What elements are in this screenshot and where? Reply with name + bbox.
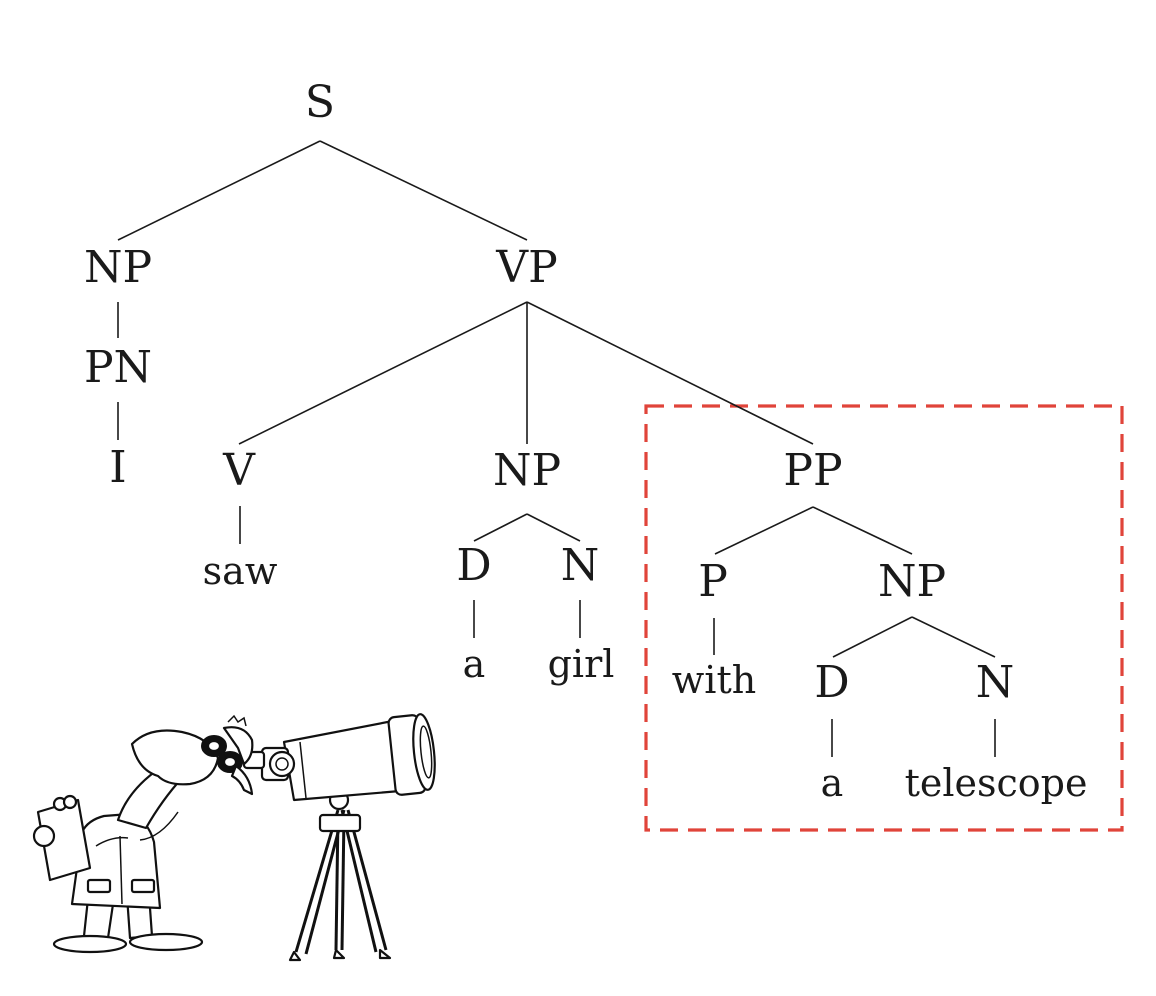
man-with-telescope-icon (32, 713, 436, 962)
edge-np-d2 (832, 616, 913, 658)
tree-nodes: S NP VP PN I V NP PP saw D N a girl P NP… (84, 77, 1087, 805)
node-pp: PP (783, 445, 842, 496)
edge-pp-p (714, 506, 814, 555)
node-d-pp: D (814, 657, 849, 708)
node-pn: PN (84, 342, 152, 393)
node-vp: VP (495, 242, 557, 293)
node-n-pp: N (976, 657, 1015, 708)
telescope-icon (242, 713, 436, 802)
word-girl: girl (548, 642, 615, 686)
edge-np-d (473, 513, 528, 542)
node-np-object: NP (493, 445, 561, 496)
node-v: V (222, 445, 256, 496)
word-a-object: a (463, 642, 486, 686)
word-telescope: telescope (905, 761, 1088, 805)
node-p: P (698, 556, 728, 607)
word-with: with (672, 658, 756, 702)
edge-vp-v (238, 301, 528, 445)
edge-s-np (117, 140, 321, 241)
edge-pp-np (812, 506, 913, 555)
edge-s-vp (319, 140, 528, 241)
tripod-icon (288, 782, 392, 962)
word-saw: saw (203, 549, 278, 593)
pp-highlight-box (644, 404, 1124, 832)
edge-np-n2 (911, 616, 996, 658)
edge-vp-pp (526, 301, 814, 445)
man-figure-icon (32, 714, 254, 954)
node-n-object: N (561, 540, 600, 591)
node-np-subject: NP (84, 242, 152, 293)
goggles-icon (201, 726, 254, 773)
word-a-pp: a (821, 761, 844, 805)
node-s: S (305, 77, 335, 128)
node-d-object: D (456, 540, 491, 591)
node-i: I (109, 442, 126, 493)
edge-np-n (526, 513, 581, 542)
node-np-pp: NP (878, 556, 946, 607)
tree-edges (117, 140, 996, 757)
